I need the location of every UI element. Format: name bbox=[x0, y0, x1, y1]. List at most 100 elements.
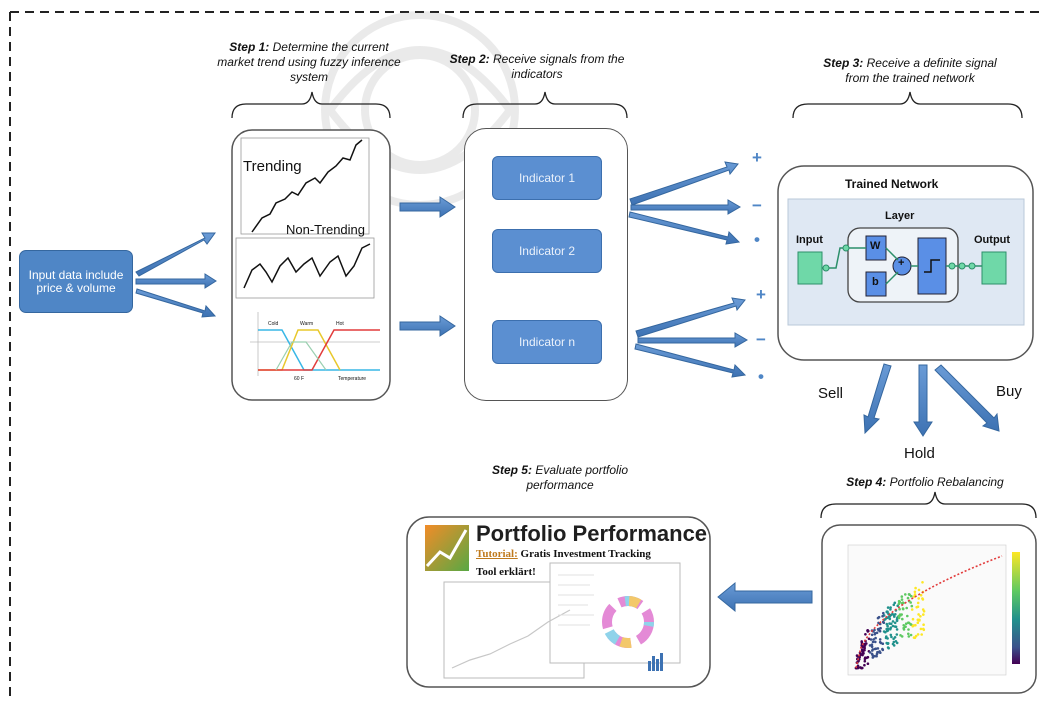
scatter-point bbox=[909, 633, 913, 637]
scatter-point bbox=[893, 636, 897, 639]
scatter-point bbox=[907, 635, 911, 638]
scatter-point bbox=[870, 633, 874, 637]
scatter-point bbox=[885, 622, 889, 626]
scatter-point bbox=[919, 593, 923, 597]
brace-step3 bbox=[792, 91, 1023, 119]
scatter-point bbox=[858, 666, 862, 669]
scatter-point bbox=[866, 662, 870, 665]
scatter-point bbox=[906, 596, 910, 600]
scatter-point bbox=[915, 605, 918, 609]
signal-minus-2: − bbox=[756, 330, 766, 349]
scatter-point bbox=[893, 621, 897, 625]
scatter-point bbox=[886, 606, 890, 609]
membership-cold: Cold bbox=[268, 321, 279, 327]
scatter-point bbox=[897, 599, 901, 603]
scatter-point bbox=[914, 586, 917, 590]
scatter-point bbox=[901, 617, 904, 621]
scatter-point bbox=[910, 594, 913, 598]
network-layer-label: Layer bbox=[885, 210, 915, 222]
scatter-point bbox=[904, 622, 908, 625]
scatter-point bbox=[870, 643, 874, 646]
scatter-point bbox=[921, 608, 925, 611]
scatter-point bbox=[885, 629, 889, 633]
scatter-point bbox=[894, 625, 898, 629]
step3-label: Step 3: bbox=[823, 56, 864, 70]
scatter-point bbox=[891, 620, 895, 623]
scatter-point bbox=[902, 626, 905, 630]
step1-label: Step 1: bbox=[229, 40, 270, 54]
scatter-point bbox=[889, 622, 893, 625]
scatter-point bbox=[916, 618, 920, 622]
step3-caption: Step 3: Receive a definite signal from t… bbox=[810, 56, 1010, 86]
scatter-point bbox=[894, 613, 897, 616]
membership-axis-label: Temperature bbox=[338, 376, 367, 382]
network-sum-label: + bbox=[898, 257, 905, 269]
step1-text: Determine the current market trend using… bbox=[217, 40, 401, 84]
scatter-point bbox=[881, 647, 884, 651]
hold-label: Hold bbox=[904, 445, 935, 462]
scatter-point bbox=[876, 647, 880, 650]
signal-minus-1: − bbox=[752, 196, 762, 215]
cold-membership bbox=[258, 329, 380, 371]
step5-text: Evaluate portfolio performance bbox=[526, 463, 629, 492]
scatter-point bbox=[902, 601, 905, 605]
scatter-point bbox=[886, 642, 890, 645]
scatter-point bbox=[920, 633, 923, 636]
trending-curve bbox=[251, 139, 363, 233]
scatter-point bbox=[870, 652, 874, 656]
brace-step4 bbox=[820, 491, 1037, 519]
scatter-point bbox=[917, 613, 920, 616]
scatter-point bbox=[866, 655, 870, 659]
scatter-point bbox=[907, 621, 910, 624]
scatter-point bbox=[877, 615, 881, 619]
scatter-point bbox=[901, 607, 905, 611]
step2-label: Step 2: bbox=[449, 52, 490, 66]
scatter-point bbox=[900, 598, 904, 601]
scatter-point bbox=[889, 633, 893, 637]
brace-step1 bbox=[231, 91, 391, 119]
scatter-point bbox=[887, 616, 890, 619]
scatter-point bbox=[889, 606, 892, 609]
scatter-point bbox=[889, 626, 893, 629]
step5-caption: Step 5: Evaluate portfolio performance bbox=[470, 463, 650, 493]
scatter-point bbox=[870, 645, 874, 648]
scatter-point bbox=[871, 656, 875, 659]
scatter-point bbox=[890, 635, 893, 639]
brace-step2 bbox=[462, 91, 628, 119]
step5-label: Step 5: bbox=[491, 463, 532, 477]
scatter-point bbox=[871, 648, 875, 651]
signal-dot-2: • bbox=[758, 367, 764, 386]
scatter-point bbox=[911, 624, 914, 628]
scatter-point bbox=[874, 636, 877, 640]
scatter-point bbox=[921, 597, 924, 600]
membership-warm: Warm bbox=[300, 321, 314, 327]
warm-membership-2 bbox=[275, 341, 327, 371]
non-trending-curve bbox=[243, 243, 371, 289]
scatter-point bbox=[912, 595, 916, 598]
scatter-point bbox=[917, 588, 921, 592]
scatter-point bbox=[873, 654, 876, 658]
signal-dot-1: • bbox=[754, 230, 760, 249]
scatter-point bbox=[892, 640, 896, 644]
scatter-point bbox=[863, 656, 867, 659]
network-w-label: W bbox=[870, 240, 881, 252]
scatter-point bbox=[898, 607, 901, 611]
scatter-point bbox=[866, 629, 869, 632]
indicator1-signal-arrows bbox=[628, 161, 741, 245]
scatter-point bbox=[895, 633, 899, 636]
performance-tutorial-label: Tutorial: bbox=[476, 548, 518, 560]
input-arrows bbox=[135, 232, 217, 318]
performance-subtitle-2: Tool erklärt! bbox=[476, 566, 536, 578]
scatter-point bbox=[872, 638, 875, 641]
scatter-point bbox=[868, 651, 872, 654]
scatter-point bbox=[887, 646, 890, 650]
scatter-point bbox=[876, 651, 880, 654]
scatter-point bbox=[912, 636, 916, 639]
scatter-point bbox=[904, 593, 907, 596]
scatter-point bbox=[911, 617, 915, 621]
indicator-1: Indicator 1 bbox=[492, 156, 602, 200]
network-output-label: Output bbox=[974, 234, 1011, 246]
scatter-point bbox=[899, 634, 902, 637]
scatter-point bbox=[862, 645, 866, 649]
